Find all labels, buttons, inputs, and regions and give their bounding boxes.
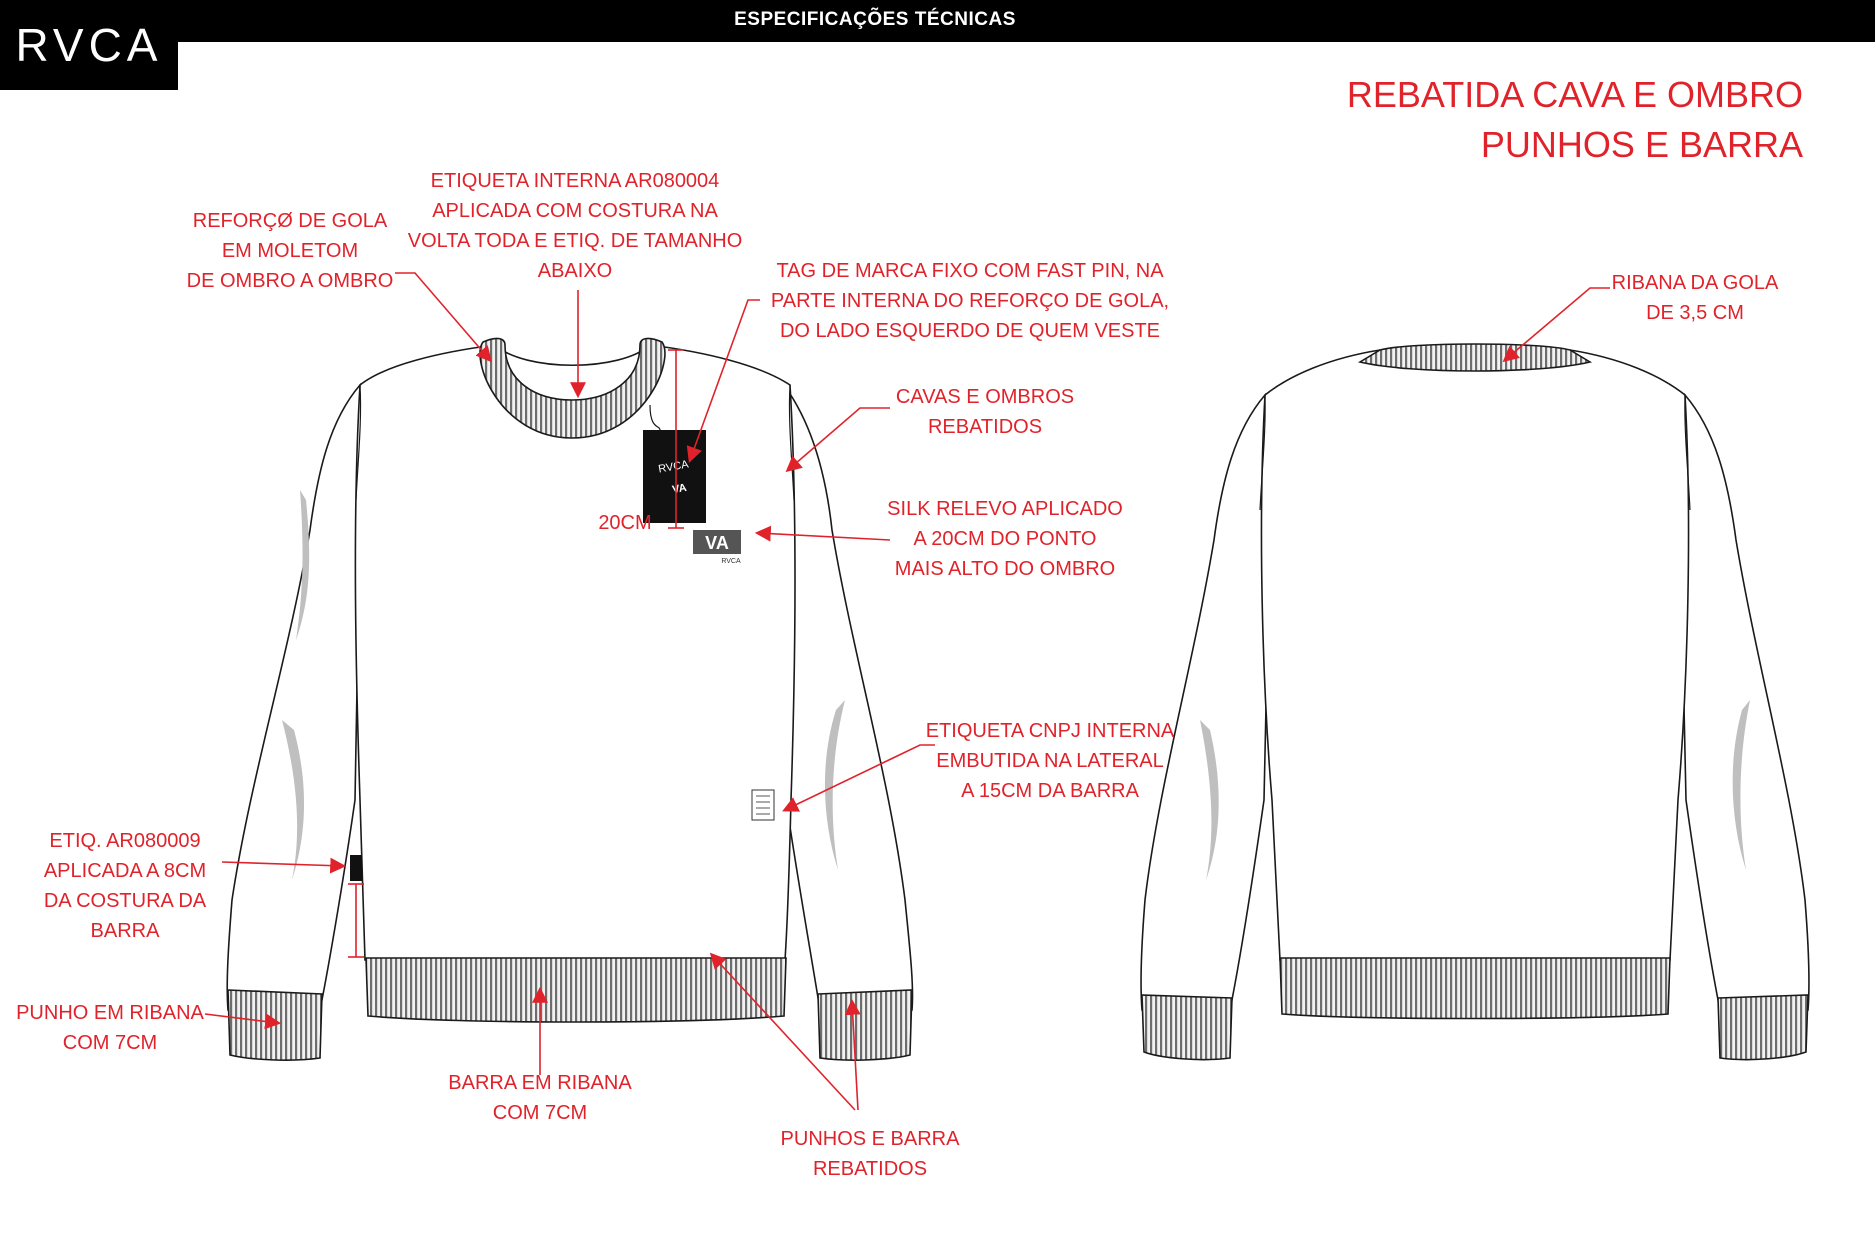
back-right-cuff (1717, 994, 1809, 1061)
arrow-silk (754, 525, 891, 542)
arrow-cavas (785, 407, 890, 473)
hang-tag-brand: RVCA (657, 458, 690, 475)
callout-cavas: CAVAS E OMBROS REBATIDOS (895, 386, 1075, 438)
back-view (1140, 343, 1810, 1061)
header-bar: ESPECIFICAÇÕES TÉCNICAS (0, 0, 1875, 42)
callout-barra: BARRA EM RIBANA COM 7CM (448, 1072, 632, 1124)
main-title-line2: PUNHOS E BARRA (1480, 124, 1803, 165)
back-left-sleeve (1140, 392, 1271, 1011)
arrow-gola (395, 272, 493, 363)
front-left-cuff (227, 989, 323, 1061)
measure-8cm-line (348, 883, 364, 958)
measure-20cm-line (668, 349, 684, 529)
callout-arrows (204, 272, 1610, 1111)
arrow-tag (686, 299, 760, 464)
back-left-cuff (1141, 994, 1233, 1061)
back-collar-rib (1357, 343, 1593, 372)
callout-ribana-gola: RIBANA DA GOLA DE 3,5 CM (1611, 272, 1779, 324)
front-view (226, 337, 914, 1061)
arrow-cnpj (782, 744, 935, 812)
callout-ar080009: ETIQ. AR080009 APLICADA A 8CM DA COSTURA… (43, 830, 207, 942)
callout-punho: PUNHO EM RIBANA COM 7CM (16, 1002, 204, 1054)
back-hem-rib (1279, 957, 1671, 1020)
arrow-ribana (1502, 287, 1610, 363)
callout-gola-reforco: REFORÇØ DE GOLA EM MOLETOM DE OMBRO A OM… (186, 210, 394, 292)
chest-logo: VA RVCA (693, 530, 741, 565)
front-collar-rib (479, 337, 666, 439)
callout-tag-marca: TAG DE MARCA FIXO COM FAST PIN, NA PARTE… (770, 260, 1170, 342)
back-fold-shading (1200, 700, 1750, 880)
callout-silk: SILK RELEVO APLICADO A 20CM DO PONTO MAI… (887, 498, 1123, 580)
arrow-punho (204, 1013, 282, 1030)
front-fold-shading (282, 490, 845, 880)
front-right-sleeve (779, 377, 914, 1011)
back-body (1260, 349, 1690, 961)
front-right-cuff (817, 989, 913, 1061)
brand-logo: RVCA (0, 0, 178, 90)
callout-punhos-barra: PUNHOS E BARRA REBATIDOS (780, 1128, 960, 1180)
back-right-sleeve (1679, 392, 1810, 1011)
header-title: ESPECIFICAÇÕES TÉCNICAS (734, 9, 1016, 30)
chest-logo-mark: VA (705, 533, 729, 553)
front-hem-rib (365, 957, 787, 1023)
arrow-punhos-barra-a (709, 952, 856, 1111)
arrow-punhos-barra-b (844, 998, 861, 1111)
cnpj-label (751, 789, 775, 821)
main-title-line1: REBATIDA CAVA E OMBRO (1346, 74, 1803, 115)
callout-etiqueta-interna: ETIQUETA INTERNA AR080004 APLICADA COM C… (407, 170, 743, 282)
brand-logo-text: RVCA (15, 19, 163, 71)
ar080009-label (350, 855, 362, 881)
arrow-ar080009 (221, 857, 347, 874)
front-left-sleeve (226, 382, 361, 1011)
hang-tag-mark: VA (671, 482, 687, 496)
callout-20cm: 20CM (598, 512, 652, 534)
callout-cnpj: ETIQUETA CNPJ INTERNA EMBUTIDA NA LATERA… (925, 720, 1175, 802)
chest-logo-sub: RVCA (721, 558, 741, 565)
